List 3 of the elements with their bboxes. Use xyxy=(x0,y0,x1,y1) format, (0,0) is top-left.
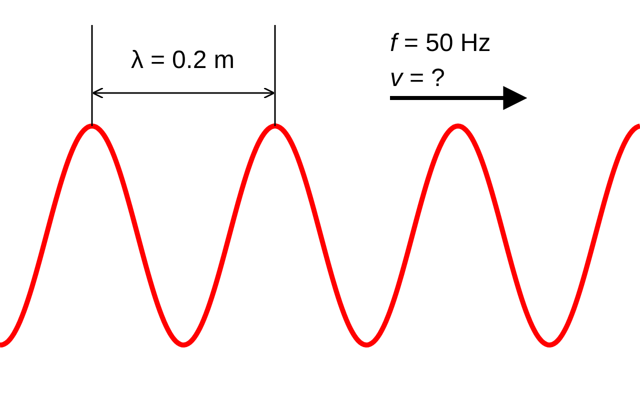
speed-label: v = ? xyxy=(390,64,445,92)
frequency-label: f = 50 Hz xyxy=(390,29,491,57)
dimension-label: λ = 0.2 m xyxy=(131,46,235,74)
